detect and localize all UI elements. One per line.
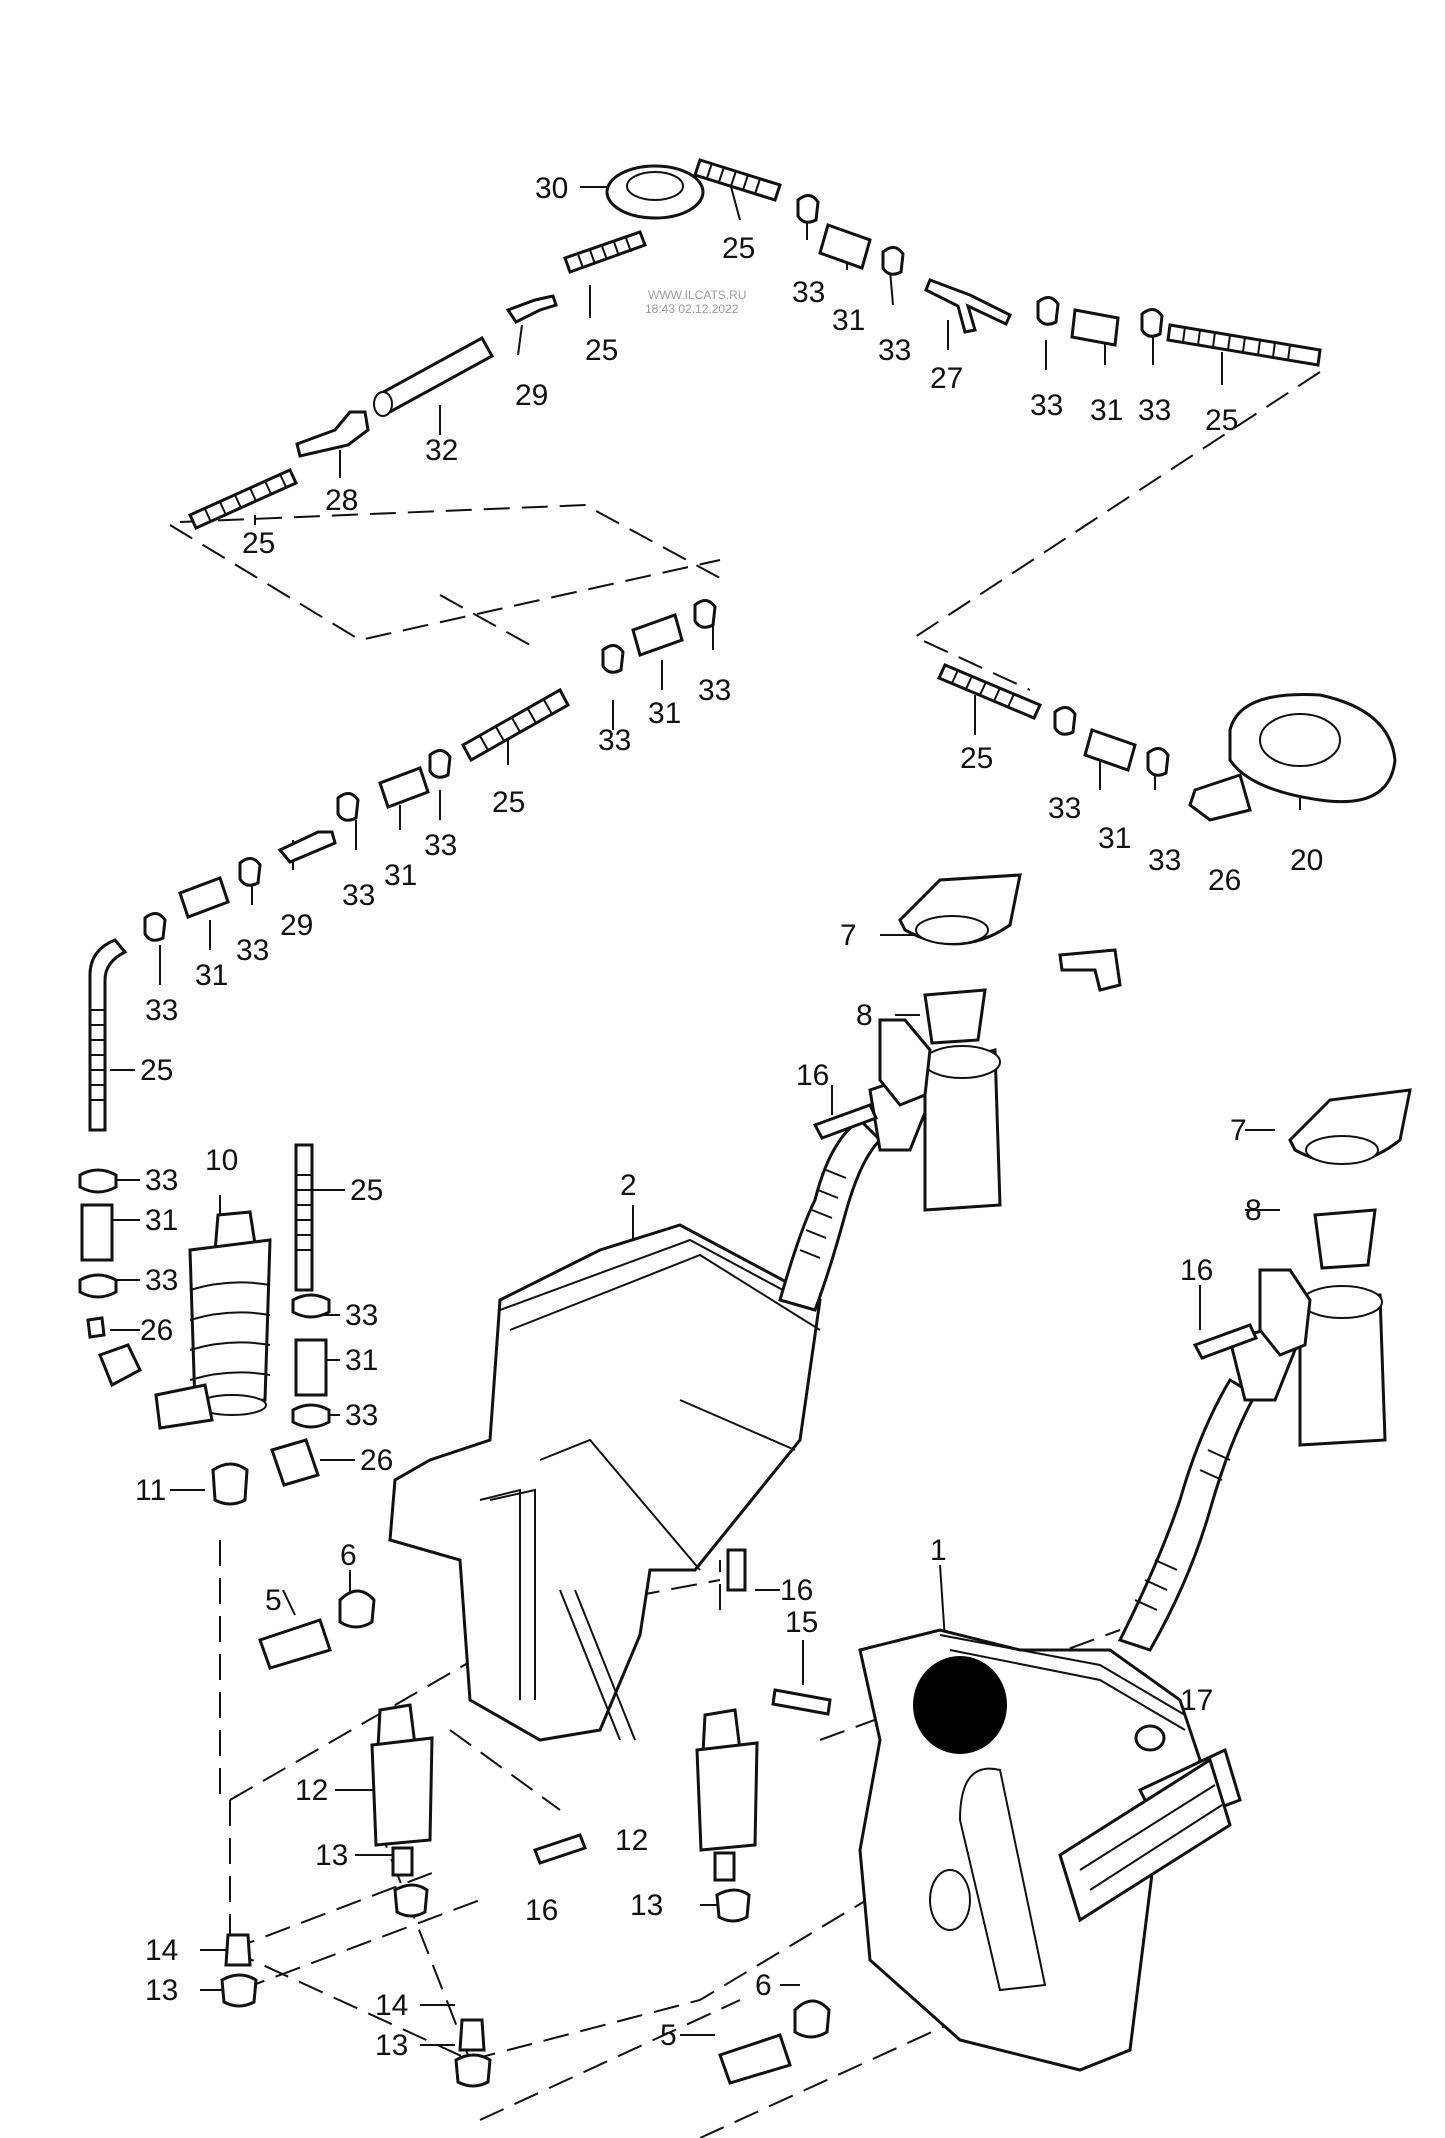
callout-16: 16 [780,1574,813,1607]
callout-33: 33 [792,276,825,309]
callout-11: 11 [135,1474,166,1507]
callout-12: 12 [615,1824,648,1857]
callout-33: 33 [145,1164,178,1197]
callout-7: 7 [1230,1114,1247,1147]
callout-15: 15 [785,1606,818,1639]
callout-31: 31 [1090,394,1123,427]
callout-33: 33 [345,1299,378,1332]
pump-assembly-left [154,1143,331,1506]
callout-31: 31 [145,1204,178,1237]
callout-25: 25 [585,334,618,367]
reservoir-upper [388,873,1122,1742]
callout-13: 13 [315,1839,348,1872]
middle-hose-run [78,599,717,1388]
callout-25: 25 [1205,404,1238,437]
callout-31: 31 [384,859,417,892]
callout-8: 8 [1245,1194,1262,1227]
nozzle-run-right [936,663,1397,822]
reservoir-lower [771,1088,1412,2072]
callout-17: 17 [1180,1684,1213,1717]
callout-31: 31 [345,1344,378,1377]
callout-26: 26 [140,1314,173,1347]
callout-33: 33 [145,994,178,1027]
callout-33: 33 [236,934,269,967]
callout-31: 31 [832,304,865,337]
callout-28: 28 [325,484,358,517]
callout-32: 32 [425,434,458,467]
callout-33: 33 [342,879,375,912]
callout-33: 33 [698,674,731,707]
callout-25: 25 [350,1174,383,1207]
callout-25: 25 [960,742,993,775]
callout-25: 25 [140,1054,173,1087]
callout-30: 30 [535,172,568,205]
callout-33: 33 [1030,389,1063,422]
callout-10: 10 [205,1144,238,1177]
callout-14: 14 [375,1989,408,2022]
callout-16: 16 [525,1894,558,1927]
callout-6: 6 [340,1539,357,1572]
callout-25: 25 [492,786,525,819]
upper-hose-run [188,158,1322,530]
callout-31: 31 [648,697,681,730]
callout-2: 2 [620,1169,637,1202]
callout-labels: 30 25 33 31 33 25 29 27 33 31 33 25 32 2… [135,172,1323,2062]
watermark-date: 18:43 02.12.2022 [645,302,739,316]
callout-27: 27 [930,362,963,395]
callout-25: 25 [722,232,755,265]
callout-33: 33 [1048,792,1081,825]
callout-8: 8 [856,999,873,1032]
callout-33: 33 [345,1399,378,1432]
callout-29: 29 [280,909,313,942]
cap-hole-marker [913,1656,1007,1754]
callout-6: 6 [755,1969,772,2002]
leader-lines [110,182,1301,2046]
callout-7: 7 [840,919,857,952]
callout-31: 31 [195,959,228,992]
callout-1: 1 [930,1534,947,1567]
callout-26: 26 [360,1444,393,1477]
callout-16: 16 [796,1059,829,1092]
callout-33: 33 [598,724,631,757]
callout-20: 20 [1290,844,1323,877]
callout-5: 5 [660,2019,677,2052]
callout-33: 33 [878,334,911,367]
watermark-site: WWW.ILCATS.RU [648,288,746,302]
lower-pumps [220,1548,831,2088]
callout-13: 13 [630,1889,663,1922]
callout-33: 33 [1148,844,1181,877]
callout-25: 25 [242,527,275,560]
callout-14: 14 [145,1934,178,1967]
callout-33: 33 [424,829,457,862]
callout-33: 33 [145,1264,178,1297]
callout-5: 5 [265,1584,282,1617]
callout-31: 31 [1098,822,1131,855]
callout-33: 33 [1138,394,1171,427]
callout-13: 13 [145,1974,178,2007]
callout-13: 13 [375,2029,408,2062]
callout-12: 12 [295,1774,328,1807]
callout-26: 26 [1208,864,1241,897]
callout-16: 16 [1180,1254,1213,1287]
callout-29: 29 [515,379,548,412]
